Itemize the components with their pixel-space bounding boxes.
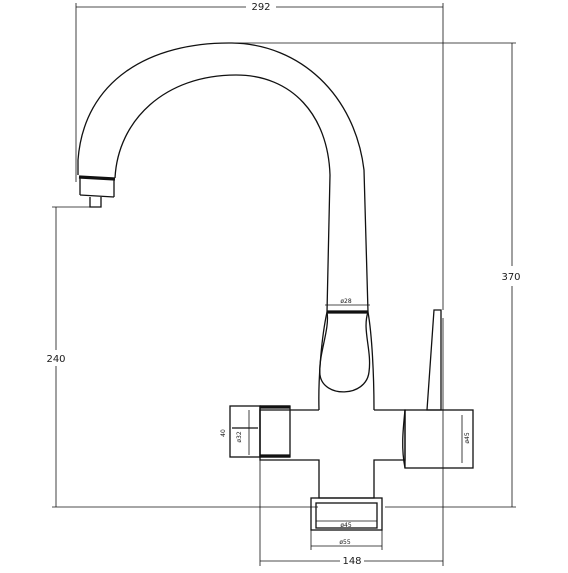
spout-diameter-dimension: ø28 (325, 298, 370, 306)
left-handle: 40 ø32 (220, 405, 291, 458)
handle-length-label: 40 (220, 429, 227, 437)
base-mount: ø45 ø55 (310, 497, 383, 550)
spout-height-label: 240 (46, 354, 65, 365)
spout-diameter-label: ø28 (340, 298, 351, 305)
tap-body (259, 409, 406, 499)
overall-width-label: 292 (251, 2, 270, 13)
base-width-label: 148 (342, 556, 361, 567)
spout-height-dimension: 240 (46, 206, 318, 508)
base-width-dimension: 148 (259, 318, 444, 567)
base-outer-diameter-label: ø55 (339, 539, 350, 546)
handle-diameter-label: ø32 (236, 431, 243, 442)
overall-width-dimension: 292 (75, 2, 444, 310)
base-inner-diameter-label: ø45 (340, 522, 351, 529)
spout (77, 42, 369, 313)
lever-diameter-label: ø45 (464, 432, 471, 443)
overall-height-dimension: 370 (230, 42, 521, 508)
neck-collar (318, 310, 375, 411)
overall-height-label: 370 (501, 272, 520, 283)
right-lever: ø45 (402, 309, 474, 469)
